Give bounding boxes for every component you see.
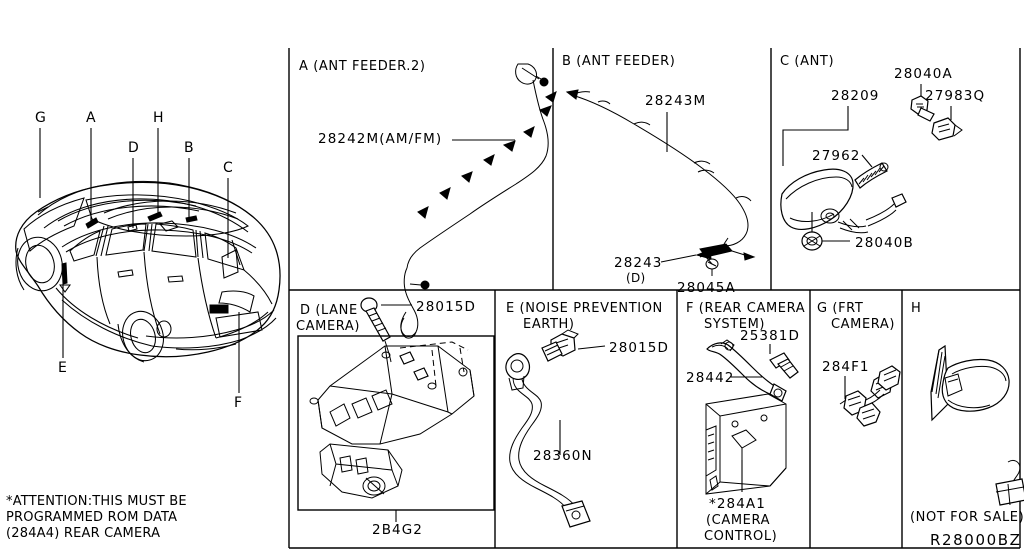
panel-B-part-28243M: 28243M [645, 93, 706, 109]
panel-H-part-not-for-sale: (NOT FOR SALE) [910, 510, 1024, 525]
panel-A-part-28242M: 28242M(AM/FM) [318, 131, 442, 147]
panel-D-title-1: D (LANE [300, 303, 358, 318]
diagram-code: R28000BZ [930, 531, 1022, 549]
attention-note: *ATTENTION:THIS MUST BE PROGRAMMED ROM D… [6, 494, 187, 541]
panel-B-part-28045A: 28045A [677, 280, 736, 296]
panel-C-part-28040B: 28040B [855, 235, 914, 251]
panel-C-title: C (ANT) [780, 54, 834, 69]
panel-F-title-2: SYSTEM) [704, 317, 765, 332]
vehicle-callout-G: G [35, 110, 46, 126]
panel-H: H (NOT FOR SALE) [910, 301, 1024, 525]
panel-C-part-27962: 27962 [812, 148, 860, 164]
vehicle-callout-D: D [128, 140, 139, 156]
panel-D-title-2: CAMERA) [296, 319, 360, 334]
panel-H-title: H [911, 301, 921, 316]
panel-G-part-284F1: 284F1 [822, 359, 870, 375]
panel-F-title-1: F (REAR CAMERA [686, 301, 805, 316]
panel-G: G (FRT CAMERA) 284F1 [817, 301, 901, 427]
vehicle-callout-B: B [184, 140, 194, 156]
panel-D: D (LANE CAMERA) 28015D [296, 297, 495, 538]
vehicle-callout-H: H [153, 110, 164, 126]
panel-F-part-28442: 28442 [686, 370, 734, 386]
panel-D-part-28015D: 28015D [416, 299, 476, 315]
panel-B-part-28243: 28243 [614, 255, 662, 271]
panel-E-title-2: EARTH) [523, 317, 575, 332]
vehicle-callout-A: A [86, 110, 96, 126]
panel-C: C (ANT) [780, 54, 985, 251]
panel-A-title: A (ANT FEEDER.2) [299, 59, 426, 74]
panel-E: E (NOISE PREVENTION EARTH) 28015D 28360N [505, 301, 669, 528]
attention-note-line-3: (284A4) REAR CAMERA [6, 526, 160, 541]
panel-C-part-28209: 28209 [831, 88, 879, 104]
vehicle-illustration [15, 180, 281, 363]
panel-G-title-1: G (FRT [817, 301, 863, 316]
attention-note-line-1: *ATTENTION:THIS MUST BE [6, 494, 187, 509]
panel-C-part-27983Q: 27983Q [925, 88, 985, 104]
panel-F-part-284A1: *284A1 [709, 496, 766, 512]
panel-G-title-2: CAMERA) [831, 317, 895, 332]
panel-E-part-28015D: 28015D [609, 340, 669, 356]
vehicle-callout-F: F [234, 395, 243, 411]
vehicle-callout-leaders [39, 128, 240, 393]
panel-E-title-1: E (NOISE PREVENTION [506, 301, 663, 316]
panel-frame [288, 48, 1021, 549]
panel-F-part-284A1-sub-1: (CAMERA [706, 513, 770, 528]
panel-A: A (ANT FEEDER.2) 28242M(AM/FM) [299, 59, 557, 339]
panel-F: F (REAR CAMERA SYSTEM) 25381D 28442 [686, 301, 805, 544]
panel-B-part-28243-sub: (D) [626, 271, 646, 285]
panel-D-part-2B4G2: 2B4G2 [372, 522, 423, 538]
panel-C-part-28040A: 28040A [894, 66, 953, 82]
panel-B-title: B (ANT FEEDER) [562, 54, 675, 69]
panel-B: B (ANT FEEDER) 28243M 28243 (D) 28045A [562, 54, 756, 296]
panel-F-part-284A1-sub-2: CONTROL) [704, 529, 777, 544]
panel-E-part-28360N: 28360N [533, 448, 593, 464]
vehicle-callout-C: C [223, 160, 233, 176]
panel-F-part-25381D: 25381D [740, 328, 800, 344]
vehicle-callout-E: E [58, 360, 67, 376]
attention-note-line-2: PROGRAMMED ROM DATA [6, 510, 177, 525]
